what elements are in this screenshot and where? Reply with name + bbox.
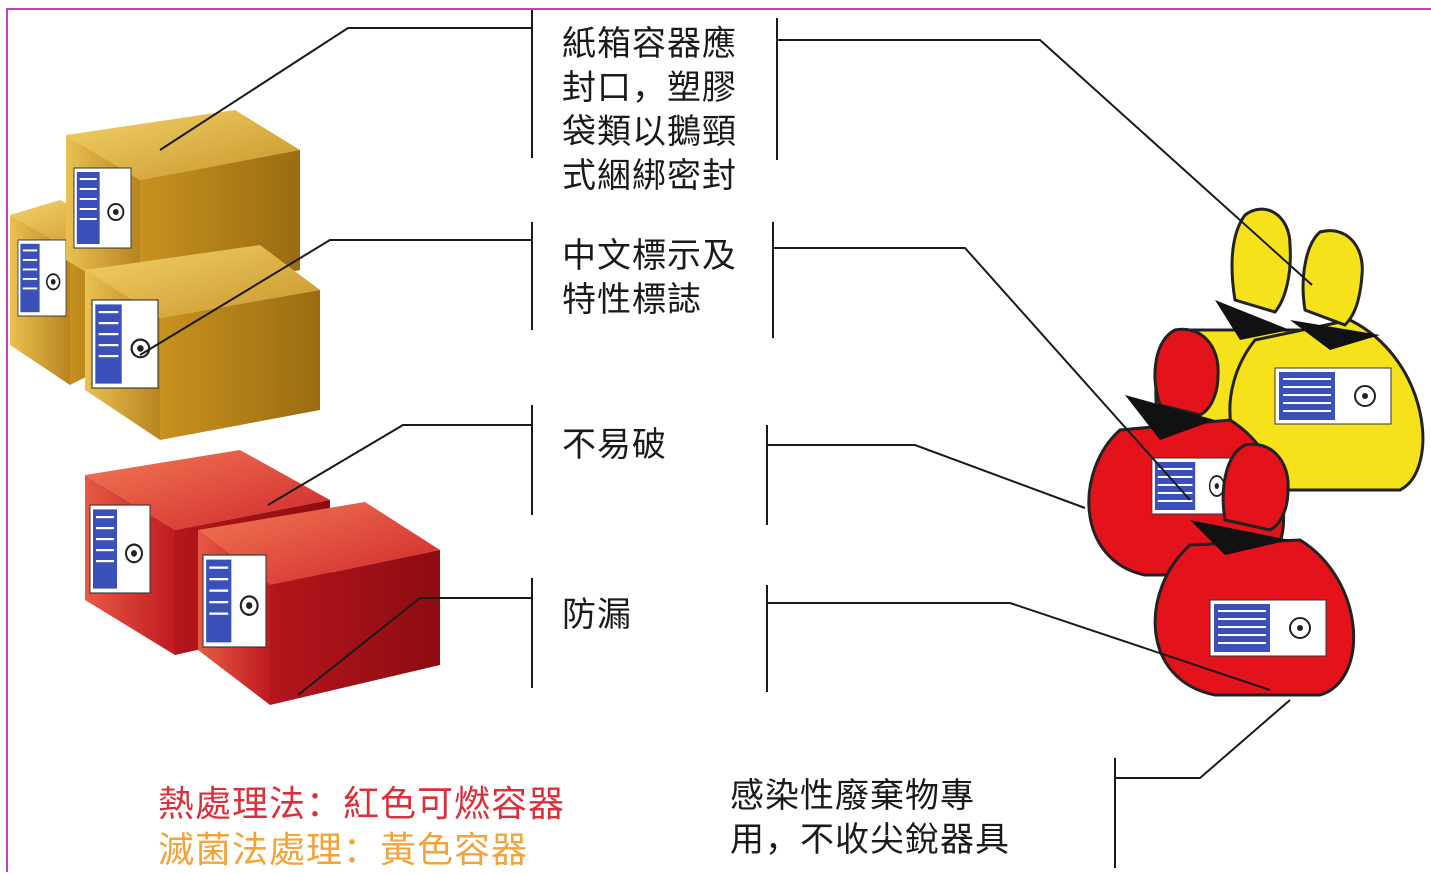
callout-dedicated: 感染性廢棄物專 用，不收尖銳器具: [730, 776, 1010, 860]
red-box-front: [198, 502, 440, 705]
yellow-bag-front: [1228, 229, 1425, 492]
callout-leakproof: 防漏: [562, 595, 632, 635]
red-bag-front: [1153, 442, 1356, 697]
legend-red-method: 熱處理法：紅色可燃容器: [158, 784, 566, 825]
legend-yellow-method: 滅菌法處理：黃色容器: [158, 830, 529, 871]
callout-labeling: 中文標示及 特性標誌: [562, 236, 737, 320]
frame-border-top: [6, 8, 1431, 10]
callout-unbreakable: 不易破: [562, 425, 667, 465]
callout-sealing: 紙箱容器應 封口，塑膠 袋類以鵝頸 式綑綁密封: [562, 24, 737, 196]
gold-box-front: [85, 245, 320, 440]
frame-border-left: [6, 8, 8, 872]
callout-lines: [139, 10, 1313, 868]
